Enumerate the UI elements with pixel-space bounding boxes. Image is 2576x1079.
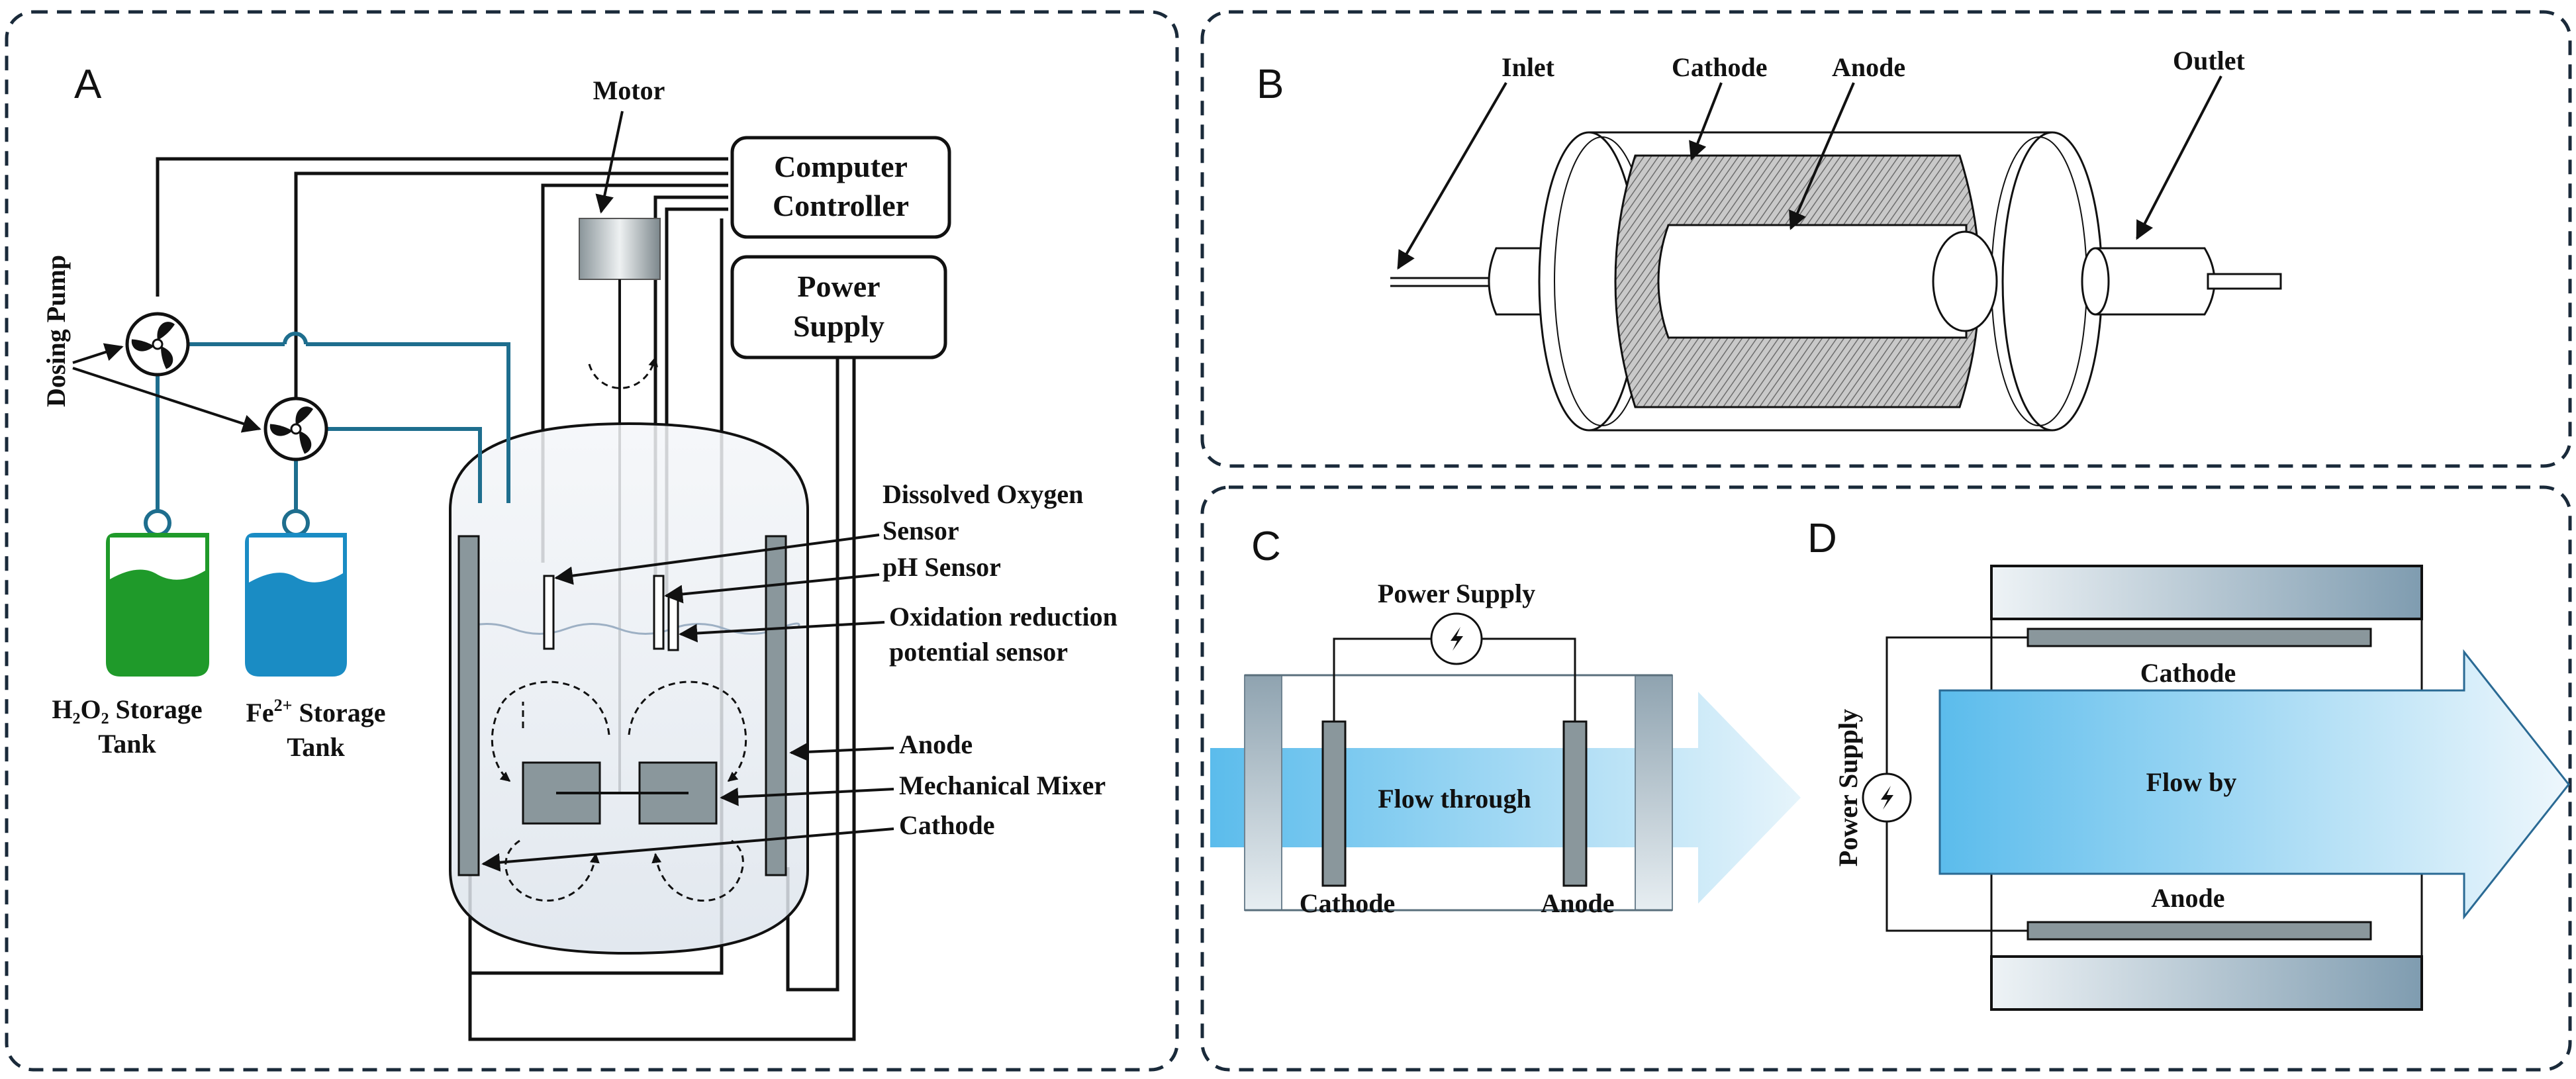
- dosing-pump-pointer-2: [72, 367, 262, 433]
- anode-pointer-b: [1789, 82, 1855, 230]
- h2o2-storage-tank: [106, 509, 209, 677]
- fe-storage-tank: [245, 509, 347, 677]
- orp-sensor-probe: [667, 594, 679, 651]
- reactor-vessel: [449, 422, 809, 955]
- power-wire-d-2: [1885, 821, 2028, 932]
- dosing-pump-label: Dosing Pump: [41, 255, 71, 407]
- anode-electrode-c: [1562, 720, 1588, 887]
- fe-tank-label-1: Fe2+ Storage: [246, 696, 385, 727]
- computer-controller-box: [730, 136, 951, 239]
- cathode-label-b: Cathode: [1672, 52, 1767, 82]
- cathode-pointer: [481, 827, 894, 872]
- cathode-pointer-b: [1689, 82, 1723, 161]
- do-sensor-label-1: Dissolved Oxygen: [883, 479, 1083, 509]
- cathode-electrode-d: [2027, 628, 2372, 647]
- right-end-plate: [1635, 675, 1673, 911]
- cathode-electrode-c: [1321, 720, 1347, 887]
- mixer-pointer: [720, 787, 894, 806]
- power-wire-c-2: [1482, 637, 1576, 722]
- panel-d-letter: D: [1807, 516, 1837, 561]
- power-supply-label-d: Power Supply: [1833, 709, 1863, 867]
- outlet-tube: [2207, 273, 2282, 290]
- panel-c: C Power Supply Flow through Cathode Anod…: [1210, 524, 1801, 918]
- inlet-pointer: [1397, 81, 1507, 270]
- panel-b-letter: B: [1257, 62, 1284, 107]
- flow-by-label: Flow by: [2146, 767, 2237, 797]
- dosing-pump-pointer-1: [72, 343, 124, 364]
- panel-a-frame: [5, 10, 1179, 1072]
- anode-rod: [1657, 224, 1968, 339]
- fan-icon: [265, 399, 326, 459]
- orp-sensor-label-2: potential sensor: [889, 637, 1068, 667]
- power-supply-label-c: Power Supply: [1378, 579, 1535, 608]
- panel-b: B Inlet Cathode Anode Outlet: [1257, 46, 2282, 432]
- power-wire-c: [1333, 637, 1431, 722]
- rotation-arrow-icon: [588, 356, 658, 389]
- ph-sensor-label: pH Sensor: [883, 552, 1001, 582]
- h2o2-tank-label-2: Tank: [98, 729, 156, 759]
- control-wires: [156, 157, 856, 1041]
- anode-label-c: Anode: [1541, 888, 1614, 918]
- liquid-surface: [460, 622, 800, 635]
- power-supply-box: [730, 255, 947, 359]
- flow-by-arrow: [1938, 649, 2570, 920]
- motor-pointer: [595, 111, 624, 214]
- anode-label-d: Anode: [2151, 883, 2224, 913]
- fe-tank-label-2: Tank: [287, 732, 345, 762]
- outlet-pointer: [2136, 75, 2222, 240]
- bottom-plate: [1990, 955, 2423, 1011]
- cathode-label-c: Cathode: [1300, 888, 1395, 918]
- anode-label-b: Anode: [1832, 52, 1905, 82]
- panel-a: A Computer Controller Power Supply Motor: [41, 62, 1118, 1041]
- panel-cd-frame: [1200, 485, 2572, 1072]
- do-sensor-pointer: [554, 534, 880, 585]
- reactor-cathode-electrode: [457, 535, 480, 876]
- orp-sensor-pointer: [679, 621, 885, 643]
- panel-a-letter: A: [74, 62, 102, 107]
- flow-through-arrow: [1210, 692, 1801, 904]
- anode-pointer: [789, 742, 894, 761]
- computer-controller-label-1: Computer: [774, 150, 908, 183]
- inlet-pipe: [1488, 247, 1550, 316]
- panel-c-letter: C: [1251, 524, 1281, 569]
- orp-sensor-label-1: Oxidation reduction: [889, 602, 1118, 632]
- fan-icon: [127, 314, 188, 375]
- power-wire-d: [1885, 636, 2028, 773]
- ph-sensor-pointer: [664, 573, 880, 604]
- mixer-label: Mechanical Mixer: [899, 771, 1106, 800]
- power-supply-label-2: Supply: [793, 309, 884, 343]
- panel-b-frame: [1200, 10, 2572, 468]
- motor-label: Motor: [593, 75, 665, 105]
- outlet-label: Outlet: [2173, 46, 2246, 75]
- outlet-pipe-opening: [2081, 247, 2110, 316]
- reactor-anode-electrode: [765, 535, 787, 876]
- cathode-label-d: Cathode: [2140, 658, 2236, 688]
- circulation-arrows: [491, 680, 747, 902]
- anode-electrode-d: [2027, 921, 2372, 941]
- panel-d: D Power Supply Cathode Flow by Anode: [1807, 516, 2570, 1011]
- ph-sensor-probe: [653, 575, 665, 650]
- anode-label: Anode: [899, 729, 973, 759]
- computer-controller-label-2: Controller: [773, 189, 909, 222]
- power-supply-label-1: Power: [797, 269, 880, 303]
- inlet-label: Inlet: [1502, 52, 1555, 82]
- left-end-plate: [1244, 675, 1282, 911]
- top-plate: [1990, 565, 2423, 620]
- h2o2-tank-label-1: H₂O₂ Storage: [52, 694, 202, 724]
- flow-through-label: Flow through: [1378, 784, 1531, 814]
- do-sensor-label-2: Sensor: [883, 516, 959, 545]
- motor: [579, 218, 661, 280]
- cathode-label: Cathode: [899, 810, 994, 840]
- anode-rod-end: [1932, 230, 1998, 332]
- dosing-lines: [156, 332, 510, 511]
- do-sensor-probe: [543, 575, 555, 650]
